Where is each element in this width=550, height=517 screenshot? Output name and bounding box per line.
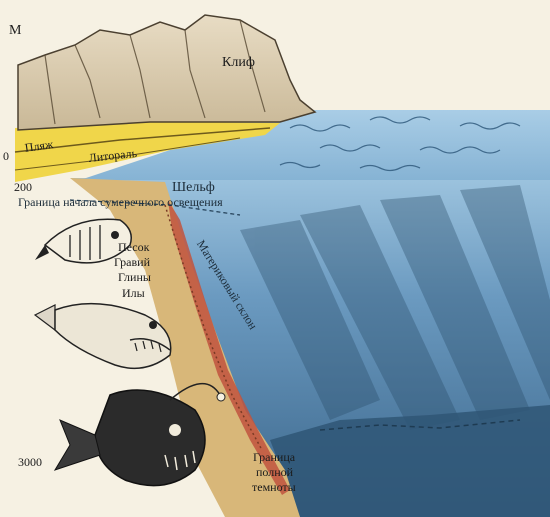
label-sediment-gravel: Гравий	[114, 256, 150, 268]
label-sediment-silt: Илы	[122, 287, 145, 299]
cliff-rock	[18, 15, 315, 130]
label-depth-3000: 3000	[18, 456, 42, 468]
label-zero: 0	[3, 150, 9, 162]
label-darkness-boundary-1: Граница	[253, 451, 295, 463]
label-beach: Пляж	[24, 138, 54, 154]
label-sediment-sand: Песок	[118, 241, 149, 253]
label-darkness-boundary-3: темноты	[252, 481, 296, 493]
label-darkness-boundary-2: полной	[256, 466, 293, 478]
label-twilight-boundary: Граница начала сумеречного освещения	[18, 196, 223, 208]
label-depth-200: 200	[14, 181, 32, 193]
label-m: М	[9, 24, 21, 38]
label-shelf: Шельф	[172, 181, 215, 195]
label-cliff: Клиф	[222, 56, 255, 70]
anglerfish-illustration-1	[35, 304, 171, 369]
label-sediment-clay: Глины	[118, 271, 151, 283]
